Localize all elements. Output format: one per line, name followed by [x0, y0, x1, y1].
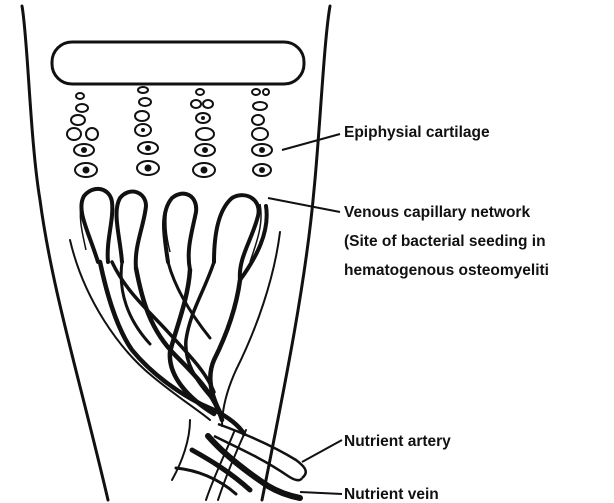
leader-epiphysial-cartilage: [282, 134, 340, 150]
label-nutrient-artery: Nutrient artery: [344, 433, 451, 450]
label-epiphysial-cartilage: Epiphysial cartilage: [344, 124, 490, 141]
cartilage-column-4: [252, 89, 272, 176]
leader-venous-capillary: [268, 198, 340, 212]
cartilage-column-3: [191, 89, 215, 177]
label-nutrient-vein: Nutrient vein: [344, 486, 439, 503]
leader-nutrient-artery: [302, 440, 342, 462]
leader-nutrient-vein: [300, 492, 342, 494]
cartilage-column-2: [135, 87, 159, 175]
cartilage-cell-columns: [67, 87, 272, 177]
label-hematogenous-osteomyelitis: hematogenous osteomyeliti: [344, 262, 549, 279]
cell-nuclei: [81, 116, 265, 174]
label-bacterial-seeding-site: (Site of bacterial seeding in: [344, 233, 546, 250]
cartilage-column-1: [67, 93, 98, 177]
epiphysial-plate: [52, 42, 304, 84]
label-venous-capillary-network: Venous capillary network: [344, 204, 530, 221]
leader-lines: [268, 134, 342, 494]
vessel-network: [70, 232, 280, 434]
venous-capillary-loops: [81, 189, 266, 280]
